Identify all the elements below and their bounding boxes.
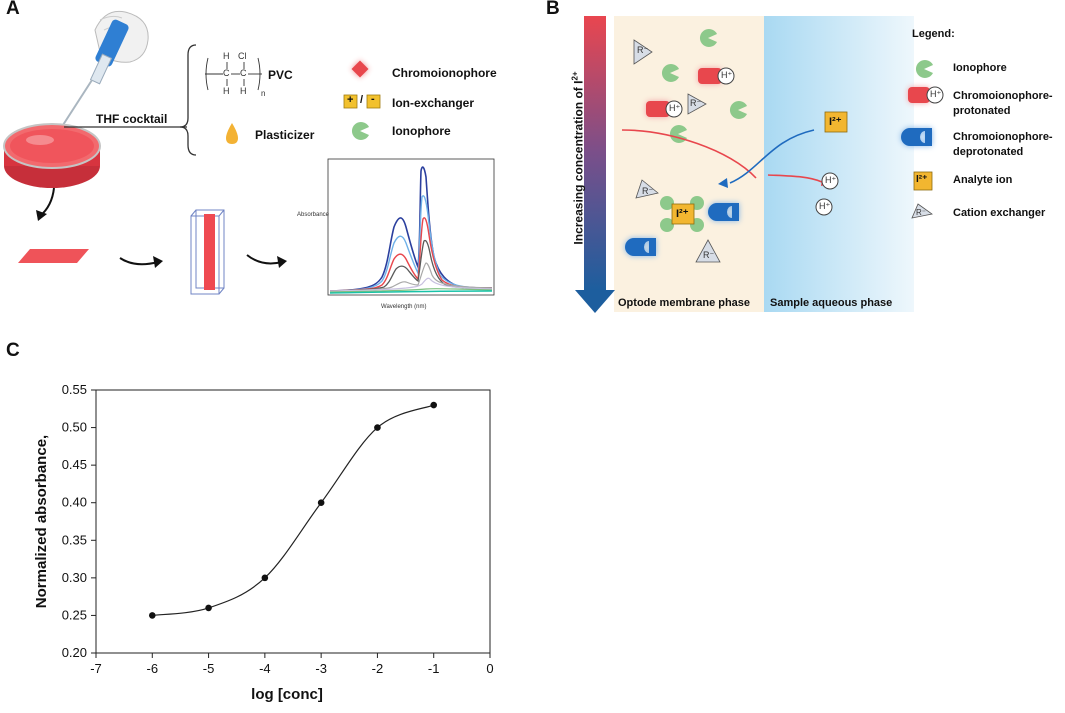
cuvette-icon xyxy=(190,209,225,295)
plasticizer-label: Plasticizer xyxy=(255,128,315,142)
analyte-ion-aqueous xyxy=(824,111,848,133)
y-tick-label: 0.40 xyxy=(62,495,87,510)
legend-item-cation-exchanger: Cation exchanger xyxy=(953,207,1046,219)
y-tick-label: 0.20 xyxy=(62,645,87,660)
pvc-atom-c1: C xyxy=(223,68,230,78)
legend-item-analyte: Analyte ion xyxy=(953,174,1013,186)
h-plus-4: H⁺ xyxy=(819,201,831,211)
pvc-atom-h2: H xyxy=(223,86,230,96)
data-point xyxy=(430,401,438,409)
r-minus-4: R⁻ xyxy=(703,250,715,260)
y-tick-label: 0.30 xyxy=(62,570,87,585)
x-tick-label: -5 xyxy=(203,661,215,676)
legend-title: Legend: xyxy=(912,28,955,40)
x-tick-label: -1 xyxy=(428,661,440,676)
ion-exchanger-minus: - xyxy=(371,93,375,105)
spectrum-xlabel: Wavelength (nm) xyxy=(381,304,427,310)
y-tick-label: 0.55 xyxy=(62,382,87,397)
pvc-atom-c2: C xyxy=(240,68,247,78)
aqueous-phase-label: Sample aqueous phase xyxy=(770,297,893,309)
legend-cation-exchanger-icon xyxy=(911,203,933,219)
ion-exchanger-icon xyxy=(343,94,381,109)
x-tick-label: -6 xyxy=(147,661,159,676)
plot-frame xyxy=(95,389,491,654)
absorbance-spectrum xyxy=(327,158,495,296)
panel-a-letter: A xyxy=(6,0,20,19)
legend-r-minus: R⁻ xyxy=(916,208,926,217)
x-tick-label: -3 xyxy=(315,661,327,676)
r-minus-3: R⁻ xyxy=(642,186,654,196)
x-tick-label: -7 xyxy=(90,661,102,676)
pvc-subscript-n: n xyxy=(261,89,266,98)
h-plus-3: H⁺ xyxy=(825,175,837,185)
y-tick-label: 0.25 xyxy=(62,607,87,622)
plasticizer-drop-icon xyxy=(226,123,238,144)
x-tick-label: -2 xyxy=(372,661,384,676)
legend-item-protonated: Chromoionophore- protonated xyxy=(953,90,1053,117)
ion-exchanger-slash: / xyxy=(360,94,364,106)
arrow-right-icon xyxy=(246,254,287,268)
cation-exchanger-group xyxy=(633,39,721,263)
data-point xyxy=(261,574,269,582)
x-tick-label: -4 xyxy=(259,661,271,676)
data-point xyxy=(374,424,381,431)
r-minus-1: R⁻ xyxy=(637,45,649,55)
pvc-structure xyxy=(205,57,262,91)
r-minus-2: R⁻ xyxy=(690,98,702,108)
h-plus-2: H⁺ xyxy=(669,103,681,113)
analyte-ionophore-complex xyxy=(660,196,704,232)
ion-exchanger-label: Ion-exchanger xyxy=(392,96,475,110)
membrane-phase-label: Optode membrane phase xyxy=(618,297,751,309)
legend-analyte-icon xyxy=(913,171,933,191)
panel-a-graphics xyxy=(3,10,381,295)
legend-h-plus: H⁺ xyxy=(930,89,942,99)
panel-c-letter: C xyxy=(6,340,20,361)
ionophore-group xyxy=(661,29,747,144)
x-axis-label: log [conc] xyxy=(251,686,323,703)
chromoionophore-icon xyxy=(351,60,369,78)
chromoionophore-label: Chromoionophore xyxy=(392,66,497,80)
arrow-down-icon xyxy=(36,187,55,221)
y-tick-label: 0.35 xyxy=(62,532,87,547)
legend-item-ionophore: Ionophore xyxy=(953,62,1007,74)
pvc-label: PVC xyxy=(268,68,293,82)
x-tick-label: 0 xyxy=(486,661,493,676)
h-plus-1: H⁺ xyxy=(721,70,733,80)
gradient-label-sup: 2+ xyxy=(570,71,580,81)
y-tick-label: 0.45 xyxy=(62,457,87,472)
legend-ionophore-icon xyxy=(915,60,933,79)
data-point xyxy=(317,499,325,507)
petri-dish-icon xyxy=(3,123,101,188)
ion-exchanger-plus: + xyxy=(347,94,354,106)
legend-protonated-icon xyxy=(908,87,930,103)
pvc-atom-h3: H xyxy=(240,86,247,96)
legend-analyte-glyph: I²⁺ xyxy=(916,174,928,185)
gradient-label: Increasing concentration of I2+ xyxy=(571,71,586,244)
data-point xyxy=(148,612,156,619)
legend-item-deprotonated: Chromoionophore- deprotonated xyxy=(953,131,1053,158)
gradient-label-text: Increasing concentration of I xyxy=(571,80,586,245)
y-tick-label: 0.50 xyxy=(62,420,87,435)
calibration-chart: -7 -6 -5 -4 -3 -2 -1 0 0.20 0.25 0.30 0.35 0.40 0.45 0… xyxy=(33,382,494,703)
pvc-atom-h1: H xyxy=(223,51,230,61)
analyte-complex-label: I²⁺ xyxy=(676,208,689,220)
protonated-chromoionophore-group xyxy=(646,67,735,118)
spectrum-ylabel: Absorbance xyxy=(297,212,330,218)
panel-b-letter: B xyxy=(546,0,560,19)
fit-curve xyxy=(152,404,434,617)
arrow-right-icon xyxy=(119,256,163,268)
ionophore-icon xyxy=(351,121,369,140)
panel-b-graphics xyxy=(575,16,944,313)
data-point xyxy=(205,604,212,612)
legend-deprotonated-icon xyxy=(901,128,932,146)
y-axis-label: Normalized absorbance, xyxy=(33,435,50,608)
thf-cocktail-label: THF cocktail xyxy=(96,112,168,126)
membrane-film-icon xyxy=(18,249,89,263)
analyte-aqueous-label: I²⁺ xyxy=(829,116,842,128)
deprotonated-chromoionophore-group xyxy=(625,203,739,256)
pvc-atom-cl: Cl xyxy=(238,51,247,61)
ionophore-label: Ionophore xyxy=(392,124,451,138)
